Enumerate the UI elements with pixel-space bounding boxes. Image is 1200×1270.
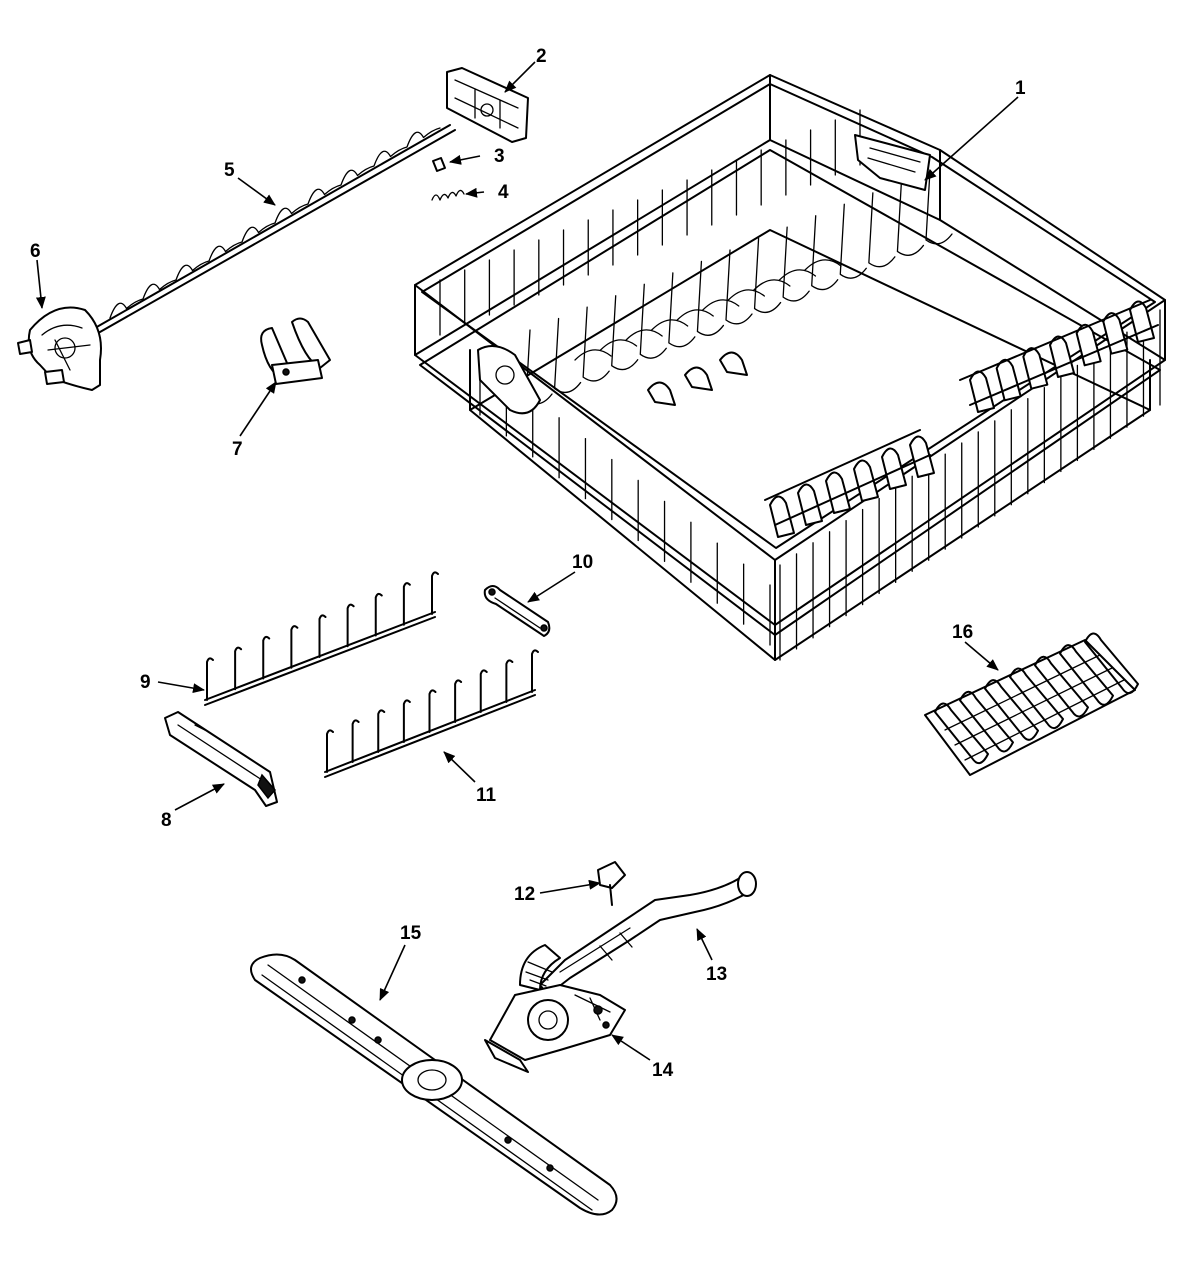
part-13-supply-tube (519, 871, 757, 996)
leader-lines (35, 61, 1019, 1061)
callout-9: 9 (140, 672, 151, 693)
part-14-manifold (484, 984, 626, 1073)
callout-1: 1 (1015, 78, 1026, 99)
part-1-upper-rack (414, 74, 1166, 661)
part-11-tine-row (324, 649, 539, 778)
callout-2: 2 (536, 46, 547, 67)
callout-5: 5 (224, 160, 235, 181)
callout-7: 7 (232, 439, 243, 460)
callout-6: 6 (30, 241, 41, 262)
callout-16: 16 (952, 622, 973, 643)
part-7-clips (260, 317, 331, 385)
part-16-spike-tray (924, 632, 1139, 776)
callout-12: 12 (514, 884, 535, 905)
callout-15: 15 (400, 923, 422, 944)
callout-11: 11 (476, 785, 497, 806)
part-3-pin (432, 157, 446, 172)
part-4-spring (431, 189, 465, 201)
callout-8: 8 (161, 810, 172, 831)
part-5-tine-rod (94, 124, 456, 333)
callout-labels: 1 2 3 4 5 6 7 8 9 10 11 12 13 14 15 16 (30, 46, 1026, 1081)
callout-10: 10 (572, 552, 593, 573)
callout-4: 4 (498, 182, 509, 203)
callout-13: 13 (706, 964, 727, 985)
part-6-adjuster (17, 306, 102, 391)
part-9-tine-row (204, 571, 439, 706)
part-2-bracket (446, 67, 529, 143)
part-8-rack-clip (164, 711, 278, 807)
callout-3: 3 (494, 146, 505, 167)
part-12-tube-bracket (597, 861, 626, 906)
callout-14: 14 (652, 1060, 674, 1081)
part-15-spray-arm (250, 953, 618, 1216)
part-10-link (483, 585, 551, 637)
